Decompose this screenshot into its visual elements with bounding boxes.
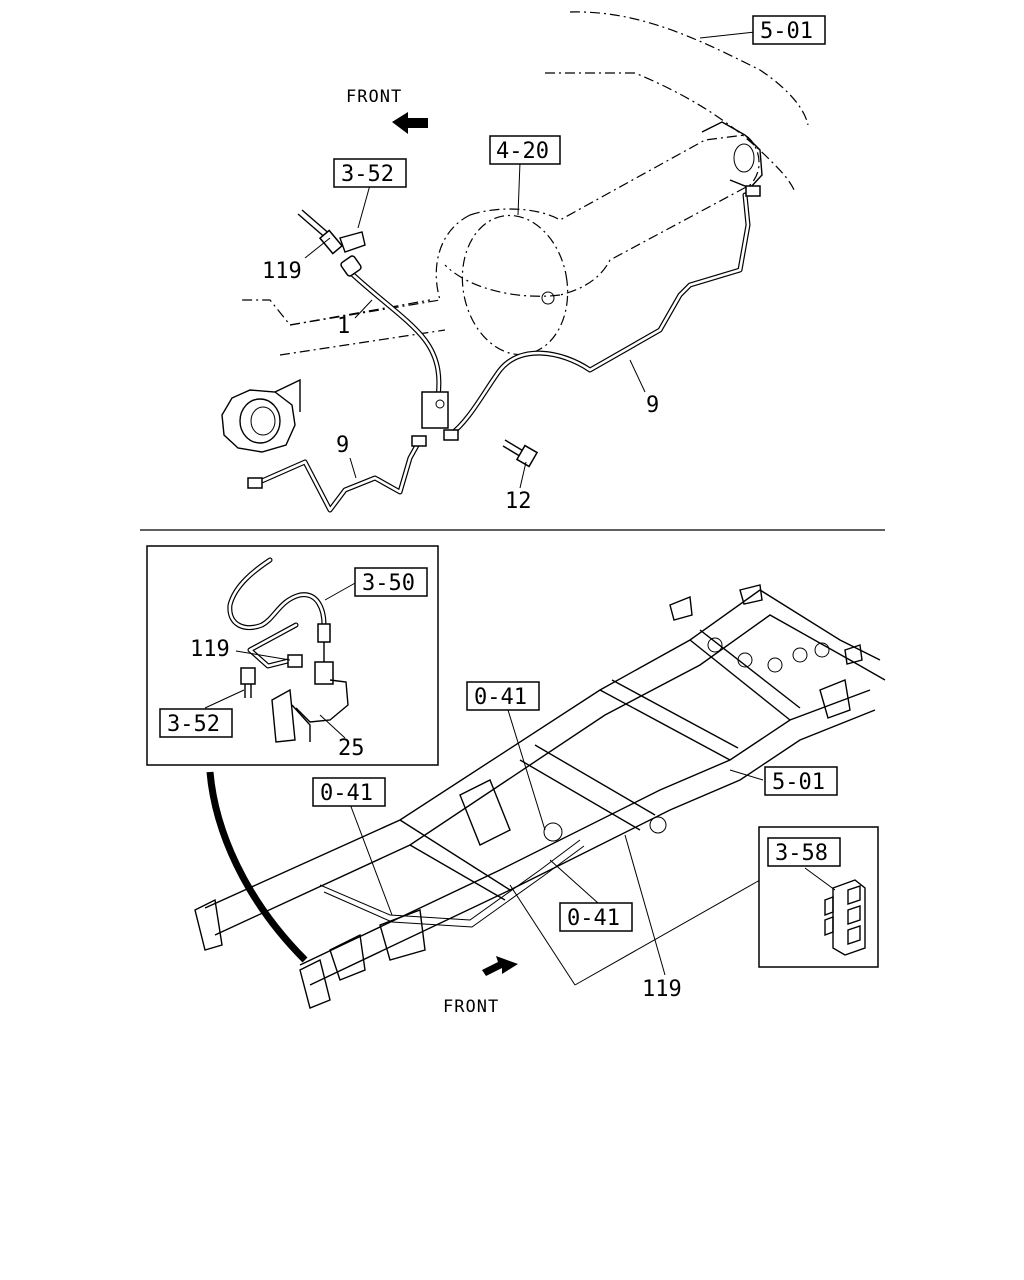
ref-clip-upper: 3-52 <box>341 162 394 187</box>
ref-clip-mid: 0-41 <box>567 906 620 931</box>
ref-box-clip-mid <box>559 902 633 932</box>
body-outline-inner <box>545 72 796 193</box>
axle-housing <box>221 121 763 453</box>
ref-box-clip-left <box>312 777 386 807</box>
part-12: 12 <box>505 489 532 514</box>
inset-detail: 3-50 3-52 119 25 <box>146 545 439 766</box>
part-9-right: 9 <box>646 393 659 418</box>
part-25: 25 <box>338 736 365 761</box>
ref-body-upper: 5-01 <box>760 19 813 44</box>
part-9-left: 9 <box>336 433 349 458</box>
lower-frame-view: FRONT 0-41 0-41 0-41 5-01 3-58 <box>194 584 886 1017</box>
part-1: 1 <box>337 314 350 339</box>
chassis-frame <box>194 584 886 1009</box>
inset-pointer-hose <box>206 771 308 963</box>
front-label-upper: FRONT <box>346 87 402 107</box>
ref-box-pipe-inset <box>354 567 428 597</box>
ref-box-body <box>752 15 826 45</box>
ref-frame-lower: 5-01 <box>772 770 825 795</box>
upper-axle-view: FRONT 5-01 4-20 3-52 119 1 9 9 12 <box>221 11 826 514</box>
ref-box-clip-upper <box>333 158 407 188</box>
connector-icon <box>804 867 866 956</box>
front-arrow-icon <box>392 112 428 134</box>
part-119-upper: 119 <box>262 259 302 284</box>
ref-axle: 4-20 <box>496 139 549 164</box>
ref-box-axle <box>489 135 561 165</box>
ref-connector: 3-58 <box>775 841 828 866</box>
ref-box-clip-inset <box>159 708 233 738</box>
part-119-inset: 119 <box>190 637 230 662</box>
ref-box-connector <box>767 837 841 867</box>
ref-box-clip-top <box>466 681 540 711</box>
ref-clip-left: 0-41 <box>320 781 373 806</box>
ref-box-frame <box>764 766 838 796</box>
front-arrow-lower-icon <box>482 956 518 976</box>
ref-pipe-inset: 3-50 <box>362 571 415 596</box>
ref-clip-top: 0-41 <box>474 685 527 710</box>
front-label-lower: FRONT <box>443 997 499 1017</box>
ref-clip-inset: 3-52 <box>167 712 220 737</box>
body-outline <box>569 11 809 126</box>
part-119-lower: 119 <box>642 977 682 1002</box>
